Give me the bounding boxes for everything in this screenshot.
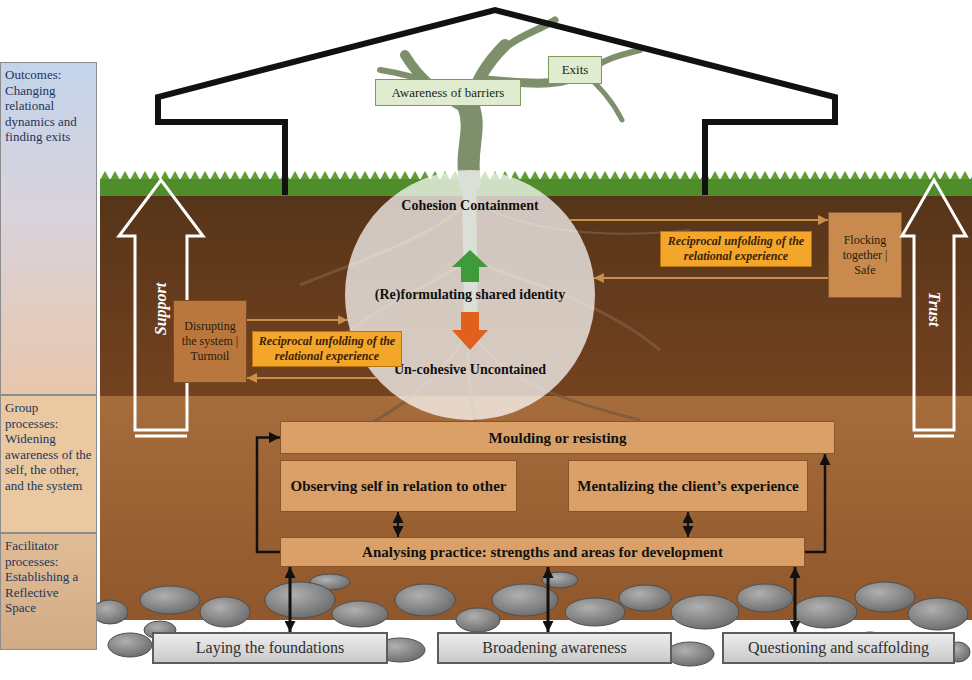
rock [140, 586, 200, 614]
circle-text: (Re)formulating shared identity [345, 287, 595, 304]
text-wrap: Disrupting the system | Turmoil [178, 319, 242, 364]
connector [570, 220, 828, 278]
node-text: Moulding or resisting [489, 429, 627, 447]
rock [92, 600, 128, 624]
text-wrap: Awareness of barriers [392, 85, 505, 101]
connector-line [805, 454, 825, 552]
text-wrap: Mentalizing the client’s experience [577, 477, 798, 495]
text-wrap: Facilitator processes: Establishing a Re… [5, 538, 92, 616]
process-box: Moulding or resisting [280, 421, 835, 454]
text-wrap: Questioning and scaffolding [748, 638, 929, 657]
connector-line [687, 512, 689, 537]
node-text: Questioning and scaffolding [748, 638, 929, 657]
text-wrap: Broadening awareness [482, 638, 626, 657]
arrow-text: Support [153, 283, 169, 335]
arrow-text: Trust [926, 292, 942, 327]
grass-tips [100, 171, 972, 180]
rock [200, 597, 250, 627]
node-text: Disrupting the system | Turmoil [178, 319, 242, 364]
rock [265, 582, 335, 618]
connector [795, 567, 796, 632]
band-text: Facilitator processes: Establishing a Re… [5, 538, 92, 616]
rock [395, 584, 455, 616]
connector-line [247, 377, 377, 379]
rock [855, 582, 915, 612]
foundation-box: Broadening awareness [437, 632, 672, 664]
rock [666, 642, 714, 666]
process-band: Group processes: Widening awareness of t… [0, 395, 97, 533]
connector [688, 512, 689, 537]
up-indicator [452, 250, 488, 282]
process-box: Observing self in relation to other [280, 460, 517, 512]
connector [805, 454, 825, 552]
node-text: Mentalizing the client’s experience [577, 477, 798, 495]
circle-text: Cohesion Containment [345, 198, 595, 215]
edge-label: Reciprocal unfolding of the relational e… [252, 331, 402, 367]
node-text: Observing self in relation to other [291, 477, 507, 495]
rock [456, 608, 500, 632]
text-wrap: Analysing practice: strengths and areas … [362, 543, 723, 561]
text-wrap: Laying the foundations [196, 638, 344, 657]
node-text: Analysing practice: strengths and areas … [362, 543, 723, 561]
up-arrow: Trust [900, 178, 968, 440]
text-wrap: Group processes: Widening awareness of t… [5, 400, 92, 494]
rock [737, 584, 793, 612]
arrow-outline [902, 180, 966, 430]
identity-circle: Cohesion Containment (Re)formulating shar… [345, 170, 595, 420]
node-text: Exits [562, 62, 589, 78]
node-text: Broadening awareness [482, 638, 626, 657]
node-text: Laying the foundations [196, 638, 344, 657]
down-indicator [452, 312, 488, 350]
text-wrap: Moulding or resisting [489, 429, 627, 447]
rock [565, 598, 625, 626]
process-band: Facilitator processes: Establishing a Re… [0, 533, 97, 650]
process-box: Mentalizing the client’s experience [568, 460, 808, 512]
node-text: Flocking together | Safe [833, 233, 897, 278]
text-wrap: Outcomes: Changing relational dynamics a… [5, 67, 92, 145]
arrow-base [135, 435, 187, 438]
node-text: Awareness of barriers [392, 85, 505, 101]
label-box: Awareness of barriers [375, 79, 521, 106]
connector [290, 567, 291, 632]
text-wrap: Observing self in relation to other [291, 477, 507, 495]
connector-line [594, 277, 828, 279]
outcome-band: Outcomes: Changing relational dynamics a… [0, 62, 97, 395]
connector-line [547, 567, 550, 632]
foundation-box: Questioning and scaffolding [722, 632, 955, 664]
rock [332, 601, 388, 627]
rock [671, 595, 739, 629]
connector-line [794, 567, 797, 632]
band-text: Group processes: Widening awareness of t… [5, 400, 92, 494]
connector-line [570, 219, 828, 221]
state-box: Flocking together | Safe [828, 212, 902, 298]
lower-soil [100, 396, 972, 620]
edge-label: Reciprocal unfolding of the relational e… [660, 231, 812, 267]
rock [908, 598, 968, 630]
arrow-base [914, 435, 954, 438]
connector-line [289, 567, 292, 632]
connector-line [397, 512, 399, 537]
connector-line [257, 438, 280, 553]
connector-line [247, 319, 348, 321]
foundation-box: Laying the foundations [152, 632, 388, 664]
process-box: Analysing practice: strengths and areas … [280, 537, 805, 567]
connector [257, 438, 280, 553]
text-wrap: Flocking together | Safe [833, 233, 897, 278]
state-box: Disrupting the system | Turmoil [173, 300, 247, 383]
label-box: Exits [548, 56, 602, 84]
rock [108, 633, 152, 657]
rock [619, 585, 671, 611]
connector [398, 512, 399, 537]
rock [793, 596, 857, 628]
house-outline [158, 10, 835, 195]
circle-fill [345, 170, 595, 420]
text-wrap: Exits [562, 62, 589, 78]
connector [548, 567, 549, 632]
band-text: Outcomes: Changing relational dynamics a… [5, 67, 92, 145]
